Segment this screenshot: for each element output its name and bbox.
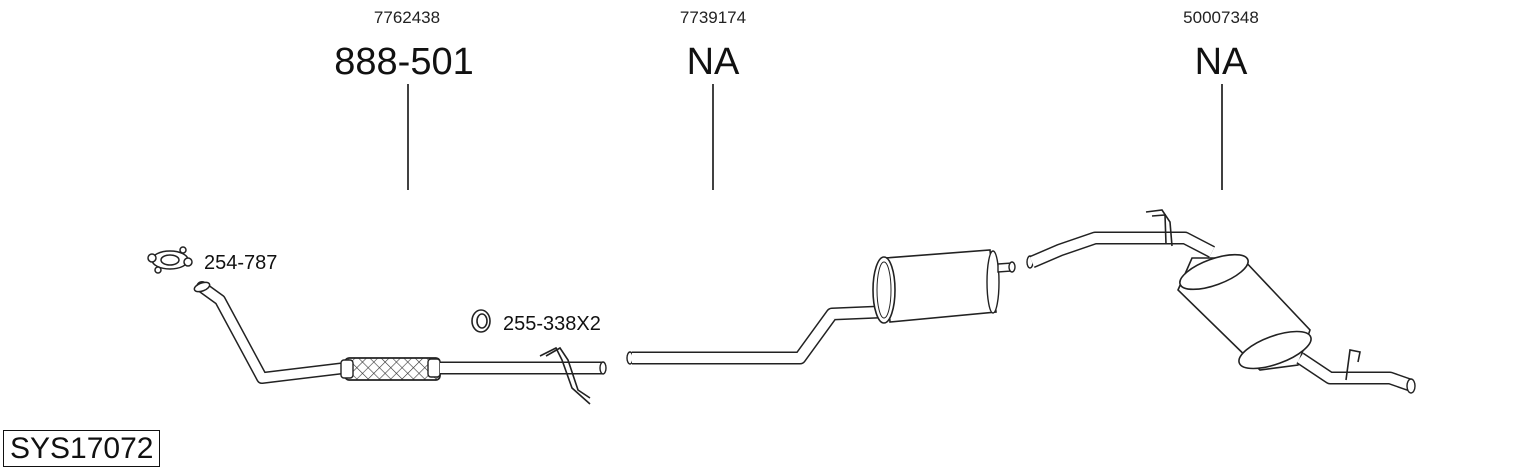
oem-number-front-pipe: 7762438 [373, 8, 441, 27]
oem-number-rear-section: 50007348 [1183, 8, 1259, 27]
oem-number-middle-section: 7739174 [679, 8, 747, 27]
gasket-part-number[interactable]: 255-338X2 [503, 313, 601, 335]
clamp-icon[interactable] [147, 246, 193, 274]
middle-muffler-part[interactable] [626, 249, 1016, 365]
gasket-icon[interactable] [471, 309, 491, 333]
part-number-front-pipe[interactable]: 888-501 [334, 41, 474, 83]
front-pipe-part[interactable] [193, 281, 607, 405]
part-number-rear-section[interactable]: NA [1194, 41, 1248, 83]
part-number-middle-section[interactable]: NA [686, 41, 740, 83]
rear-muffler-part[interactable] [1026, 209, 1416, 394]
clamp-part-number[interactable]: 254-787 [204, 252, 278, 274]
system-code-label: SYS17072 [3, 430, 161, 467]
